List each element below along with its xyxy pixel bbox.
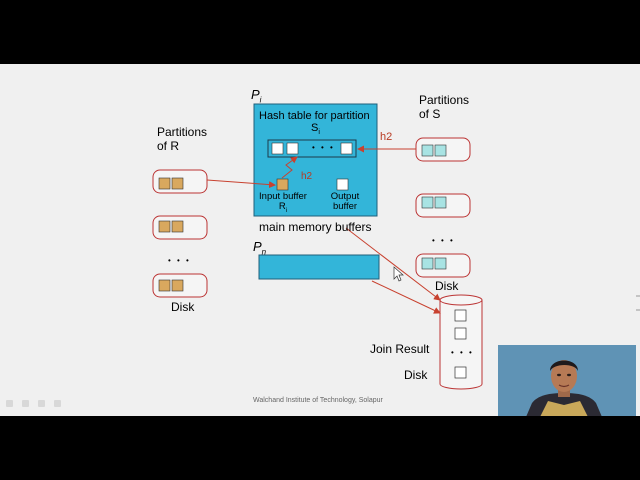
h2-label-inner: h2 — [301, 171, 313, 182]
arrow-r-to-input — [206, 179, 276, 189]
slide-menu-icon[interactable] — [38, 400, 45, 407]
partitions-r-title-line2: of R — [157, 139, 180, 153]
ellipsis-hash: • • • — [312, 143, 335, 152]
hash-slot — [286, 142, 299, 155]
r-block — [158, 177, 171, 190]
lecture-slide: Partitions of R Partitions of S Pi Hash … — [0, 64, 640, 416]
result-block — [454, 309, 467, 322]
p-i-label: Pi — [251, 87, 262, 105]
hash-table-title: Hash table for partition — [259, 110, 370, 122]
ellipsis-result: • • • — [451, 348, 474, 357]
arrow-output-to-result — [345, 227, 441, 301]
disk-right-label: Disk — [435, 279, 459, 293]
output-buffer-block — [336, 178, 349, 191]
s-block — [434, 144, 447, 157]
mouse-cursor-icon — [393, 266, 404, 282]
presenter-image — [498, 345, 636, 416]
memory-partition-pn — [258, 254, 380, 280]
result-block — [454, 366, 467, 379]
hash-slot — [340, 142, 353, 155]
main-memory-label: main memory buffers — [259, 220, 372, 234]
r-block — [158, 220, 171, 233]
r-block — [171, 279, 184, 292]
r-block — [171, 220, 184, 233]
disk-result-label: Disk — [404, 368, 428, 382]
hash-table-sub: Si — [311, 122, 320, 137]
output-buffer-label: Output — [330, 191, 360, 202]
partitions-r-title: Partitions — [157, 125, 208, 139]
input-buffer-block — [276, 178, 289, 191]
arrow-pn-to-result — [371, 280, 441, 314]
next-slide-icon[interactable] — [54, 400, 61, 407]
output-buffer-label-line2: buffer — [332, 201, 358, 212]
input-buffer-label: Input buffer — [259, 191, 307, 202]
s-block — [421, 144, 434, 157]
hash-slot — [271, 142, 284, 155]
presenter-video-feed — [498, 345, 636, 416]
s-block — [434, 257, 447, 270]
pen-tool-icon[interactable] — [22, 400, 29, 407]
join-result-label: Join Result — [370, 342, 430, 356]
memory-partition-pi — [253, 103, 378, 217]
r-block — [171, 177, 184, 190]
result-disk-top — [439, 294, 483, 306]
partitions-s-title: Partitions — [419, 93, 470, 107]
institute-footer: Walchand Institute of Technology, Solapu… — [253, 397, 383, 404]
p-n-label: Pn — [253, 239, 267, 257]
s-block — [434, 196, 447, 209]
r-block — [158, 279, 171, 292]
partitions-s-title-line2: of S — [419, 107, 441, 121]
ellipsis-s: • • • — [432, 236, 455, 245]
result-block — [454, 327, 467, 340]
s-block — [421, 257, 434, 270]
h2-zigzag-arrow — [281, 156, 298, 179]
s-block — [421, 196, 434, 209]
diagram-graphics — [152, 103, 640, 390]
h2-label-top: h2 — [380, 131, 393, 143]
ellipsis-r: • • • — [168, 256, 191, 265]
input-buffer-ri: Ri — [278, 201, 288, 214]
result-disk-cylinder — [439, 300, 483, 390]
prev-slide-icon[interactable] — [6, 400, 13, 407]
disk-left-label: Disk — [171, 300, 195, 314]
